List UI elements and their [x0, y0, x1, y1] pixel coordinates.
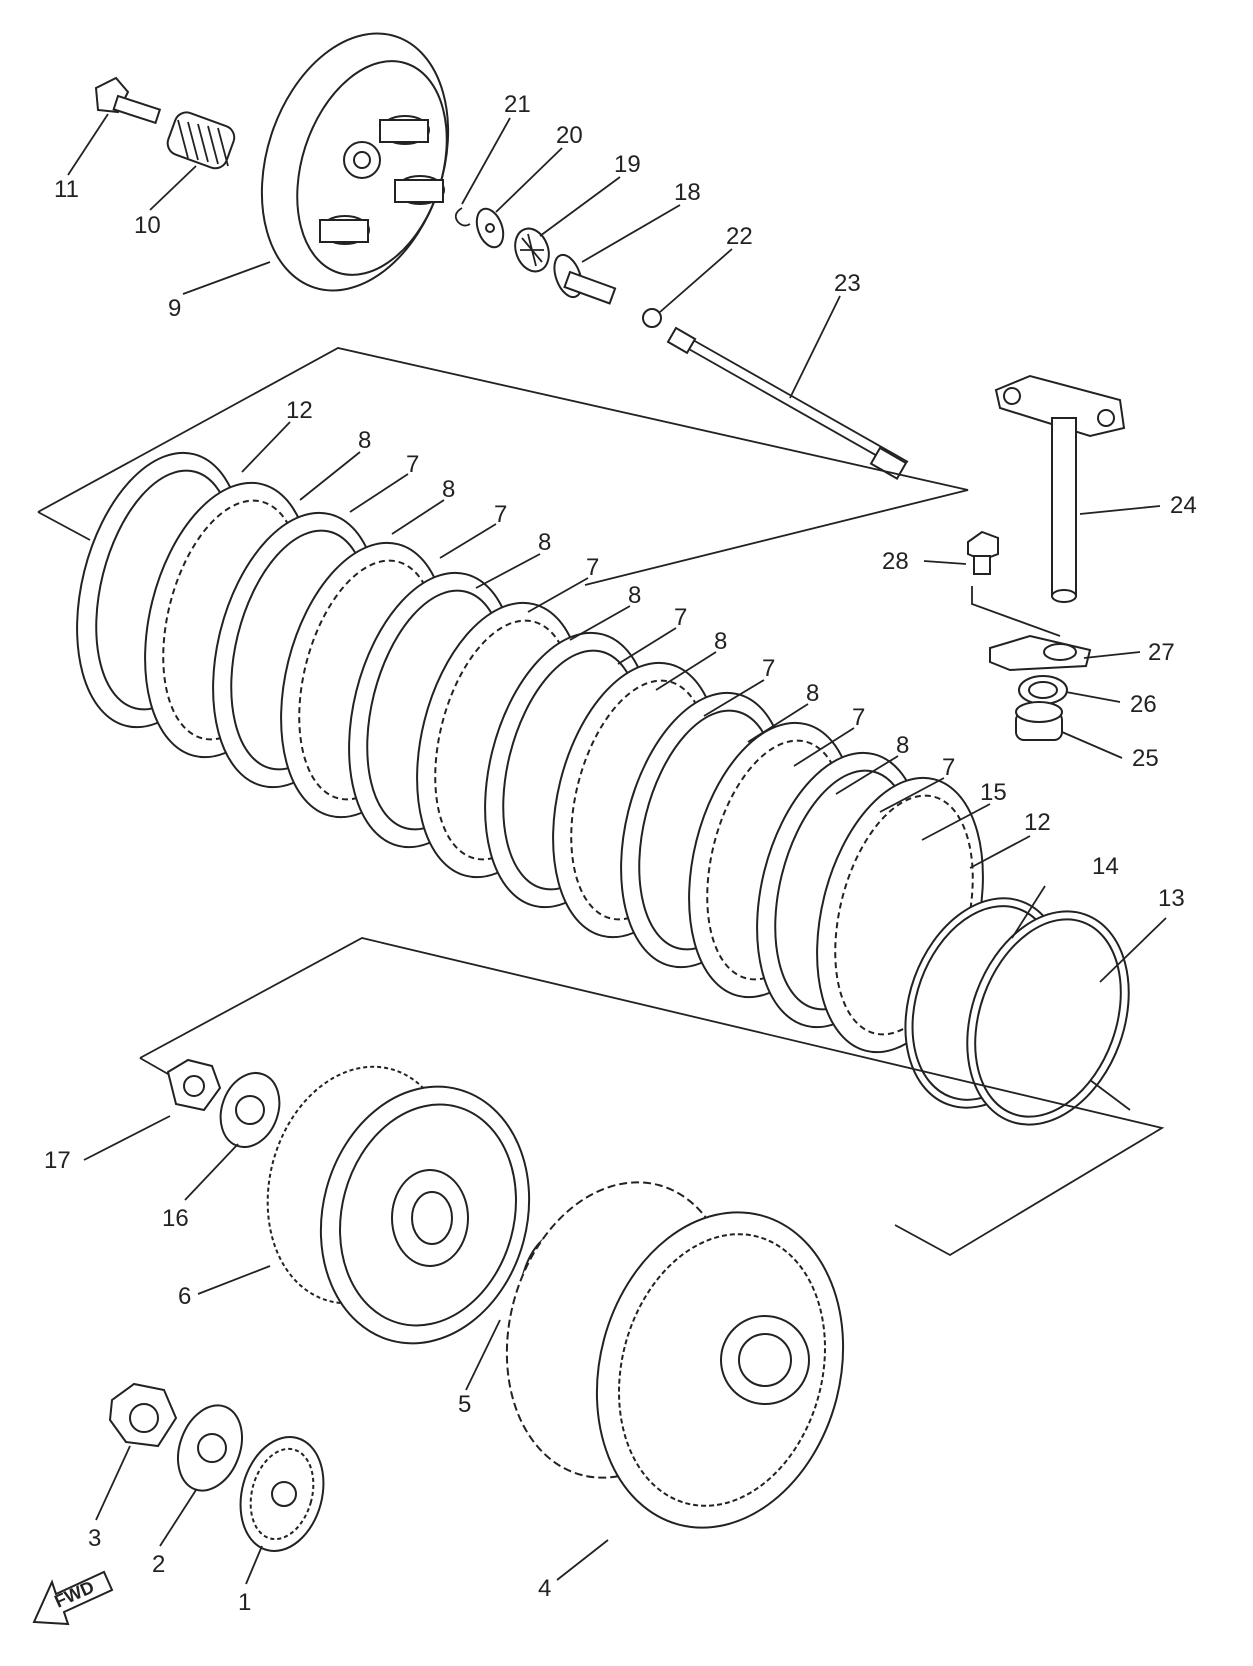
callout-26: 26: [1130, 691, 1157, 718]
primary-drive-gear-part: [239, 1436, 325, 1552]
leader-lines: [67, 113, 1167, 1585]
callout-18: 18: [674, 179, 701, 206]
callout-12-right: 12: [1024, 809, 1051, 836]
callout-13: 13: [1158, 885, 1185, 912]
push-rod-long-part: [666, 326, 909, 480]
callout-3: 3: [88, 1525, 101, 1552]
forward-arrow-icon: FWD: [32, 1570, 114, 1626]
push-lever-shaft-part: [994, 374, 1126, 603]
callout-8-a: 8: [358, 427, 371, 454]
callout-8-d: 8: [628, 582, 641, 609]
callout-2: 2: [152, 1551, 165, 1578]
callout-16: 16: [162, 1205, 189, 1232]
callout-4: 4: [538, 1575, 551, 1602]
callout-6: 6: [178, 1283, 191, 1310]
callout-23: 23: [834, 270, 861, 297]
lever-plate-part: [971, 586, 1092, 672]
nut-3-part: [108, 1382, 178, 1448]
callout-27: 27: [1148, 639, 1175, 666]
callout-20: 20: [556, 122, 583, 149]
callout-12-top: 12: [286, 397, 313, 424]
callout-7-b: 7: [494, 501, 507, 528]
callout-11: 11: [54, 176, 79, 203]
callout-labels: 11 10 9 21 20 19 18 22 23 24 28 27 26 25…: [44, 91, 1197, 1616]
callout-7-g: 7: [942, 754, 955, 781]
bolt-28-part: [967, 530, 999, 575]
callout-8-g: 8: [896, 732, 909, 759]
callout-7-a: 7: [406, 451, 419, 478]
ball-part: [642, 308, 662, 328]
callout-28: 28: [882, 548, 909, 575]
push-rod-short-part: [553, 253, 617, 305]
callout-17: 17: [44, 1147, 71, 1174]
callout-5: 5: [458, 1391, 471, 1418]
callout-22: 22: [726, 223, 753, 250]
bolt-part: [94, 76, 162, 125]
callout-19: 19: [614, 151, 641, 178]
callout-24: 24: [1170, 492, 1197, 519]
lock-washer-16-part: [219, 1072, 281, 1148]
bearing-part: [514, 227, 550, 273]
callout-7-f: 7: [852, 704, 865, 731]
clutch-boss-part: [266, 1065, 531, 1345]
callout-15: 15: [980, 779, 1007, 806]
callout-8-b: 8: [442, 476, 455, 503]
callout-14: 14: [1092, 853, 1119, 880]
lock-washer-2-part: [177, 1404, 243, 1492]
callout-7-c: 7: [586, 554, 599, 581]
clutch-spring-part: [166, 111, 236, 170]
callout-8-c: 8: [538, 529, 551, 556]
callout-9: 9: [168, 295, 181, 322]
pressure-plate-part: [260, 32, 450, 292]
callout-8-e: 8: [714, 628, 727, 655]
callout-8-f: 8: [806, 680, 819, 707]
ring-13-part: [966, 910, 1130, 1126]
callout-7-e: 7: [762, 655, 775, 682]
bearing-25-part: [1015, 701, 1063, 741]
callout-7-d: 7: [674, 604, 687, 631]
oil-seal-part: [1018, 675, 1068, 705]
circlip-part: [454, 207, 471, 227]
nut-17-part: [166, 1058, 222, 1112]
callout-1: 1: [238, 1589, 251, 1616]
callout-21: 21: [504, 91, 531, 118]
clutch-housing-part: [505, 1181, 845, 1529]
callout-25: 25: [1132, 745, 1159, 772]
clutch-plate-stack: [76, 451, 984, 1054]
washer-part: [475, 207, 505, 249]
callout-10: 10: [134, 212, 161, 239]
